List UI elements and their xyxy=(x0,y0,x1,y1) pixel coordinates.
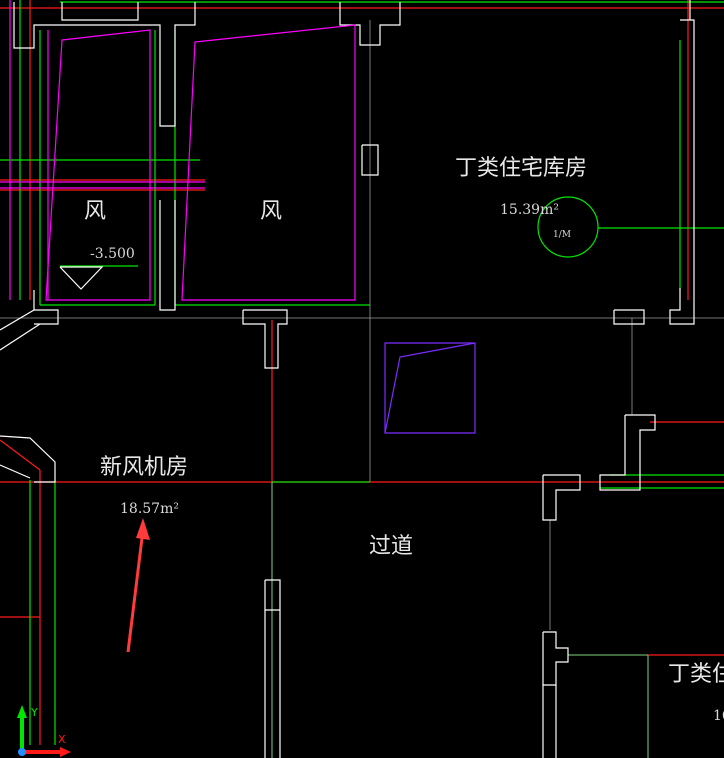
shafts xyxy=(0,0,476,434)
room-label-corridor: 过道 xyxy=(369,534,413,559)
room-label-wind-2: 风 xyxy=(260,199,282,224)
ucs-icon: Y X xyxy=(17,705,71,757)
room-label-storage: 丁类住宅库房 xyxy=(455,156,587,181)
ucs-x-label: X xyxy=(58,733,66,746)
grey-lines xyxy=(0,20,724,630)
room-area-fresh-air: 18.57m² xyxy=(120,501,179,517)
room-tag-circle xyxy=(537,196,599,258)
circle-tag-text: 1/M xyxy=(553,230,571,240)
ucs-y-label: Y xyxy=(30,706,38,719)
room-label-storage-2: 丁类住 xyxy=(668,662,724,687)
room-area-storage-2: 16 xyxy=(713,708,724,724)
room-label-fresh-air: 新风机房 xyxy=(100,455,188,480)
room-label-wind-1: 风 xyxy=(84,199,106,224)
elevation-text: -3.500 xyxy=(90,246,135,262)
room-area-storage: 15.39m² xyxy=(500,202,559,218)
walls xyxy=(0,0,695,758)
elevation-marker xyxy=(59,266,104,290)
annotation-arrow[interactable] xyxy=(126,518,150,653)
